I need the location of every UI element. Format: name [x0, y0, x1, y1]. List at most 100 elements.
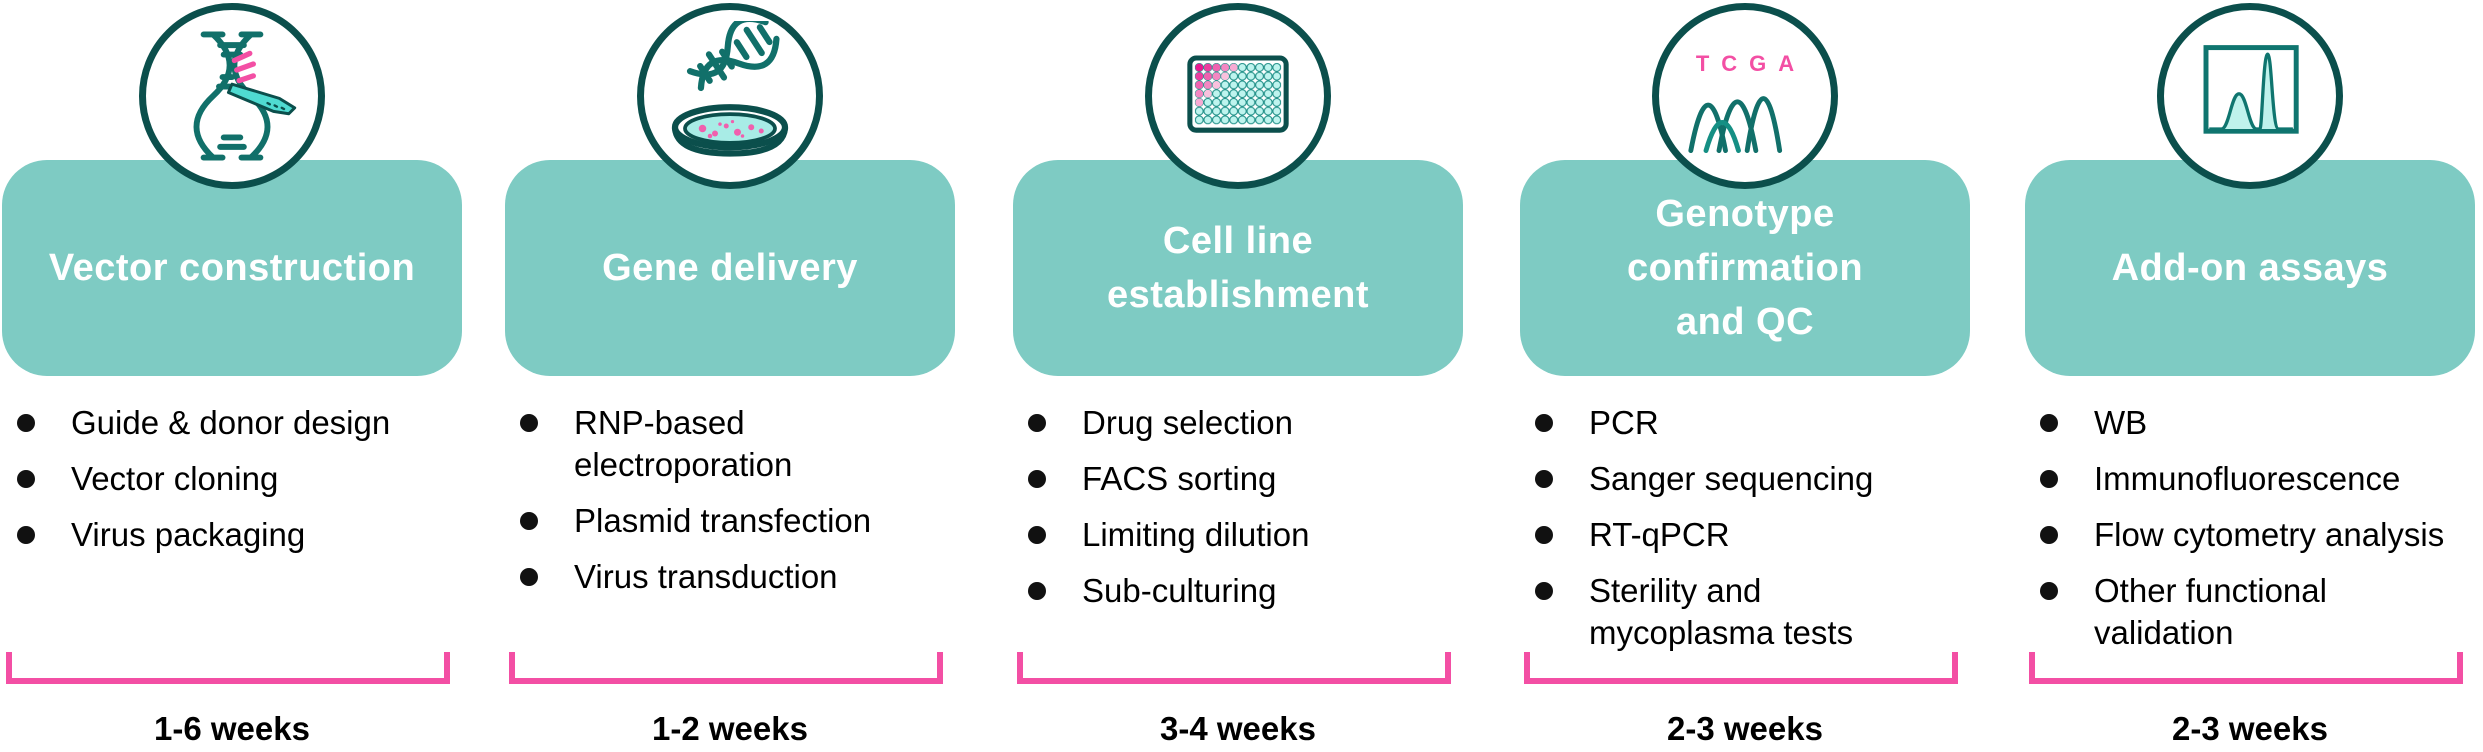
- step-icon-circle: TCGA: [1652, 3, 1838, 189]
- bullet-text: RNP-based electroporation: [574, 404, 793, 483]
- step-header-box: Genotype confirmation and QC: [1520, 160, 1970, 376]
- bullet-text: Sterility and mycoplasma tests: [1589, 572, 1854, 651]
- duration-bracket: [2029, 652, 2463, 684]
- list-item: FACS sorting: [1013, 458, 1463, 500]
- step-title: Genotype confirmation and QC: [1626, 193, 1864, 343]
- duration-bracket: [1524, 652, 1958, 684]
- bullet-dot-icon: [2040, 526, 2058, 544]
- step-title: Gene delivery: [602, 247, 858, 289]
- bullet-dot-icon: [2040, 582, 2058, 600]
- list-item: RT-qPCR: [1520, 514, 1970, 556]
- duration-label: 2-3 weeks: [2172, 710, 2328, 747]
- duration-label: 3-4 weeks: [1160, 710, 1316, 747]
- bullet-dot-icon: [520, 414, 538, 432]
- bullet-text: Drug selection: [1082, 404, 1293, 441]
- list-item: Virus packaging: [2, 514, 462, 556]
- bullet-dot-icon: [2040, 470, 2058, 488]
- list-item: Sanger sequencing: [1520, 458, 1970, 500]
- dna-cut-scalpel-icon: [193, 31, 297, 161]
- list-item: Flow cytometry analysis: [2025, 514, 2475, 556]
- step-icon-circle: [2157, 3, 2343, 189]
- list-item: Other functional validation: [2025, 570, 2475, 654]
- step-column-gene-delivery: Gene delivery RNP-based electroporation …: [505, 0, 955, 752]
- bullet-dot-icon: [17, 414, 35, 432]
- bullet-text: Vector cloning: [71, 460, 279, 497]
- histogram-peaks: [2209, 52, 2293, 131]
- bullet-text: Guide & donor design: [71, 404, 391, 441]
- bullet-text: Limiting dilution: [1082, 516, 1310, 553]
- petri-dish: [671, 104, 789, 157]
- bullet-dot-icon: [1535, 470, 1553, 488]
- dna-petri-dish-icon: [671, 21, 789, 157]
- bullet-text: Virus packaging: [71, 516, 306, 553]
- step-bullet-list: RNP-based electroporation Plasmid transf…: [505, 402, 955, 612]
- step-header-box: Gene delivery: [505, 160, 955, 376]
- tcga-sequence-label: TCGA: [1695, 51, 1807, 76]
- step-bullet-list: WB Immunofluorescence Flow cytometry ana…: [2025, 402, 2475, 668]
- step-icon-circle: [637, 3, 823, 189]
- duration-bracket: [1017, 652, 1451, 684]
- list-item: Vector cloning: [2, 458, 462, 500]
- bullet-dot-icon: [1535, 414, 1553, 432]
- duration-label: 1-2 weeks: [652, 710, 808, 747]
- duration-bracket: [6, 652, 450, 684]
- bullet-dot-icon: [1028, 470, 1046, 488]
- bullet-dot-icon: [520, 568, 538, 586]
- step-bullet-list: Drug selection FACS sorting Limiting dil…: [1013, 402, 1463, 626]
- bullet-dot-icon: [1028, 414, 1046, 432]
- step-column-add-on-assays: Add-on assays WB Immunofluorescence Flow…: [2025, 0, 2475, 752]
- sanger-trace-icon: [1688, 96, 1783, 154]
- step-title: Add-on assays: [2111, 247, 2389, 289]
- list-item: WB: [2025, 402, 2475, 444]
- step-column-genotype-confirmation: TCGA Genotype confirmation and QC PCR Sa…: [1520, 0, 1970, 752]
- bullet-text: WB: [2094, 404, 2148, 441]
- list-item: Virus transduction: [505, 556, 955, 598]
- duration-bracket: [509, 652, 943, 684]
- bullet-dot-icon: [1028, 582, 1046, 600]
- bullet-text: RT-qPCR: [1589, 516, 1730, 553]
- list-item: Plasmid transfection: [505, 500, 955, 542]
- step-header-box: Add-on assays: [2025, 160, 2475, 376]
- bullet-text: FACS sorting: [1082, 460, 1277, 497]
- bullet-text: Flow cytometry analysis: [2094, 516, 2445, 553]
- step-icon-circle: [1145, 3, 1331, 189]
- bullet-text: Virus transduction: [574, 558, 838, 595]
- step-bullet-list: PCR Sanger sequencing RT-qPCR Sterility …: [1520, 402, 1970, 668]
- list-item: Immunofluorescence: [2025, 458, 2475, 500]
- bullet-dot-icon: [17, 470, 35, 488]
- bullet-text: Sub-culturing: [1082, 572, 1277, 609]
- bullet-text: Other functional validation: [2094, 572, 2327, 651]
- step-bullet-list: Guide & donor design Vector cloning Viru…: [2, 402, 462, 570]
- bullet-text: Immunofluorescence: [2094, 460, 2401, 497]
- list-item: Sub-culturing: [1013, 570, 1463, 612]
- bullet-dot-icon: [520, 512, 538, 530]
- multiwell-plate-icon: [1187, 55, 1289, 133]
- step-title: Cell line establishment: [1106, 220, 1370, 316]
- scalpel-blade: [226, 82, 297, 116]
- list-item: Drug selection: [1013, 402, 1463, 444]
- pink-wells: [1195, 63, 1238, 107]
- list-item: Guide & donor design: [2, 402, 462, 444]
- list-item: RNP-based electroporation: [505, 402, 955, 486]
- bullet-dot-icon: [17, 526, 35, 544]
- step-header-box: Vector construction: [2, 160, 462, 376]
- step-icon-circle: [139, 3, 325, 189]
- step-title: Vector construction: [48, 247, 416, 289]
- bullet-dot-icon: [2040, 414, 2058, 432]
- list-item: Limiting dilution: [1013, 514, 1463, 556]
- step-column-cell-line-establishment: Cell line establishment Drug selection F…: [1013, 0, 1463, 752]
- step-column-vector-construction: Vector construction Guide & donor design…: [2, 0, 462, 752]
- flow-histogram-icon: [2203, 45, 2299, 134]
- bullet-text: PCR: [1589, 404, 1659, 441]
- bullet-dot-icon: [1535, 526, 1553, 544]
- bullet-dot-icon: [1535, 582, 1553, 600]
- list-item: PCR: [1520, 402, 1970, 444]
- bullet-text: Plasmid transfection: [574, 502, 872, 539]
- step-header-box: Cell line establishment: [1013, 160, 1463, 376]
- duration-label: 2-3 weeks: [1667, 710, 1823, 747]
- duration-label: 1-6 weeks: [154, 710, 310, 747]
- list-item: Sterility and mycoplasma tests: [1520, 570, 1970, 654]
- bullet-text: Sanger sequencing: [1589, 460, 1874, 497]
- dna-segment: [686, 21, 780, 92]
